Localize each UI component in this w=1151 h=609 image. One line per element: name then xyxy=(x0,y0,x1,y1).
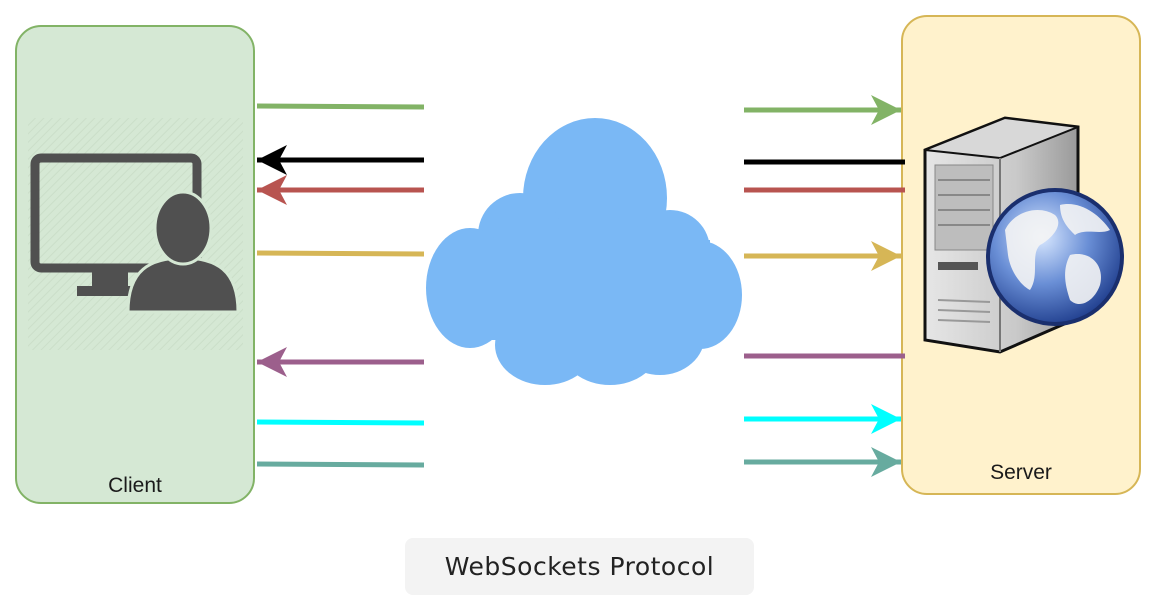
message-line-left xyxy=(256,461,425,468)
message-arrow-left xyxy=(257,175,424,205)
message-arrow-left xyxy=(257,347,424,377)
cloud-icon xyxy=(426,118,742,385)
server-label: Server xyxy=(990,461,1052,484)
user-computer-icon xyxy=(28,118,243,350)
diagram-caption: WebSockets Protocol xyxy=(405,538,754,595)
message-line-left xyxy=(256,103,425,110)
client-label: Client xyxy=(108,474,162,497)
message-arrow-right xyxy=(744,95,901,125)
message-line-left xyxy=(256,250,425,257)
message-arrow-right xyxy=(744,241,901,271)
message-arrow-right xyxy=(744,404,901,434)
message-arrow-left xyxy=(257,145,424,175)
message-arrow-right xyxy=(744,447,901,477)
message-line-left xyxy=(256,419,425,426)
globe-icon xyxy=(986,188,1124,326)
